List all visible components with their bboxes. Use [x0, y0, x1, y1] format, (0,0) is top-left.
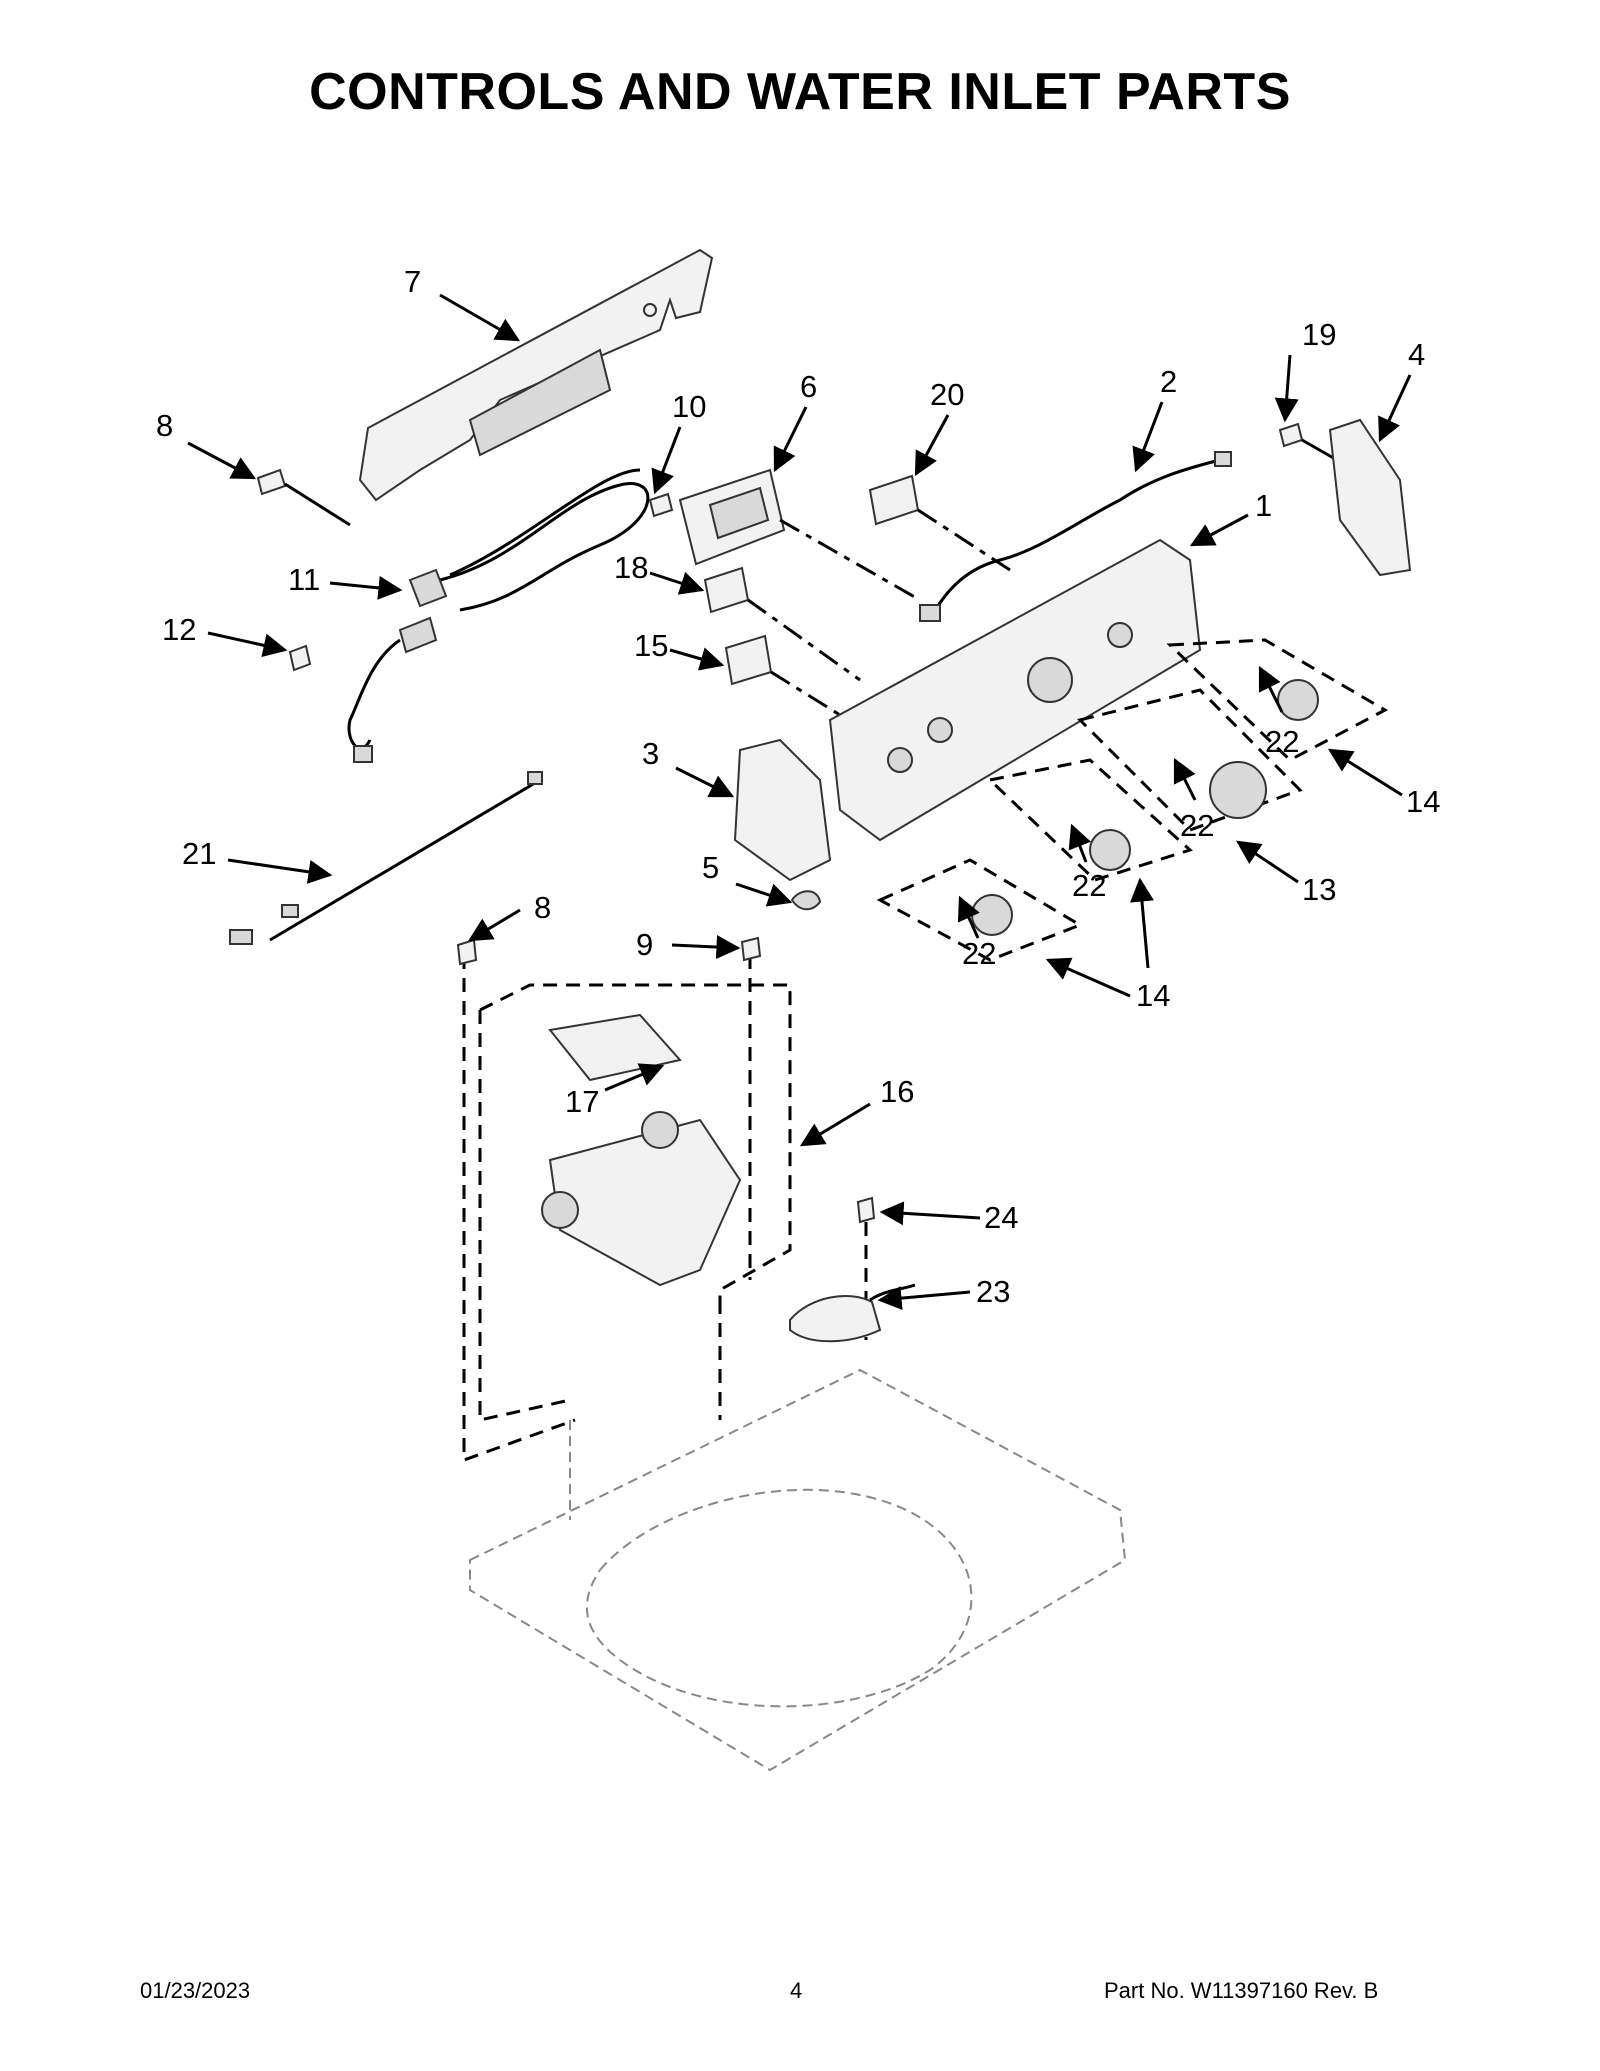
callout-13: 13: [1302, 872, 1336, 907]
screw-part: [256, 468, 351, 527]
screw-part: [740, 936, 762, 962]
callout-22: 22: [962, 936, 996, 971]
callout-8: 8: [156, 408, 173, 443]
callout-11: 11: [288, 562, 320, 597]
callout-20: 20: [930, 377, 964, 412]
wire-part: [229, 771, 543, 945]
console-part: [828, 538, 1202, 842]
callout-7: 7: [404, 264, 421, 299]
control-board-part: [678, 468, 921, 602]
callout-24: 24: [984, 1200, 1018, 1235]
callout-1: 1: [1255, 488, 1272, 523]
callout-3: 3: [642, 736, 659, 771]
callout-9: 9: [636, 927, 653, 962]
switch-part: [703, 566, 861, 682]
top-cover-ghost: [469, 1368, 1127, 1772]
callout-14: 14: [1136, 978, 1170, 1013]
clip-part: [790, 890, 822, 911]
callout-15: 15: [634, 628, 668, 663]
callout-10: 10: [672, 389, 706, 424]
footer-page-number: 4: [790, 1978, 803, 2003]
harness-part: [919, 451, 1232, 622]
switch-part: [868, 474, 1011, 572]
callout-22: 22: [1072, 868, 1106, 903]
callout-22: 22: [1180, 808, 1214, 843]
sensor-part: [789, 1283, 916, 1343]
callout-12: 12: [162, 612, 196, 647]
callout-leaders: [187, 293, 1412, 1311]
callout-6: 6: [800, 369, 817, 404]
water-valve-part: [462, 955, 792, 1463]
footer-part-number: Part No. W11397160 Rev. B: [1104, 1978, 1379, 2003]
callout-8: 8: [534, 890, 551, 925]
power-cord-part: [408, 468, 650, 612]
callout-16: 16: [880, 1074, 914, 1109]
callout-5: 5: [702, 850, 719, 885]
screw-part: [648, 492, 674, 518]
footer-date: 01/23/2023: [140, 1978, 251, 2003]
callout-21: 21: [182, 836, 216, 871]
callout-14: 14: [1406, 784, 1440, 819]
rear-panel-part: [358, 248, 714, 502]
callout-23: 23: [976, 1274, 1010, 1309]
callout-4: 4: [1408, 337, 1425, 372]
end-cap-part: [1328, 418, 1412, 577]
page-title: CONTROLS AND WATER INLET PARTS: [309, 63, 1291, 121]
callout-labels: 7 8 10 6 20 2 19 4 1 11 12 18 15 3 21 5 …: [156, 264, 1440, 1309]
callout-2: 2: [1160, 364, 1177, 399]
callout-17: 17: [565, 1084, 599, 1119]
callout-22: 22: [1265, 724, 1299, 759]
callout-18: 18: [614, 550, 648, 585]
switch-part: [724, 634, 841, 717]
end-cap-part: [733, 738, 832, 882]
wire-harness-part: [288, 616, 438, 763]
screw-part: [456, 938, 478, 966]
callout-19: 19: [1302, 317, 1336, 352]
